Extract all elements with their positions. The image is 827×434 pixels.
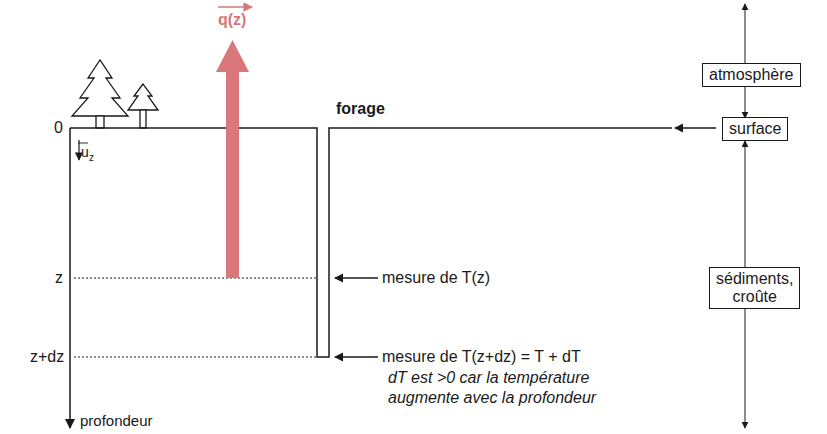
- depth-label: z+dz: [30, 348, 64, 366]
- depth-label: z: [55, 269, 63, 287]
- pointer-arrow: [335, 277, 378, 278]
- region-box: sédiments, croûte: [709, 267, 800, 309]
- axis-title: profondeur: [80, 412, 153, 430]
- vector-symbol: u: [81, 143, 89, 161]
- pointer-arrow: [335, 356, 378, 357]
- extent-arrow: [745, 4, 746, 118]
- region-box: atmosphère: [702, 63, 801, 87]
- borehole-label: forage: [336, 100, 385, 118]
- heat-flux-arrow: [216, 40, 249, 278]
- measure-note: mesure de T(z+dz) = T + dT: [382, 348, 581, 366]
- box-text: atmosphère: [709, 66, 794, 84]
- region-box: surface: [722, 117, 788, 141]
- tree-icons: [72, 60, 158, 128]
- depth-axis: [69, 128, 71, 428]
- vector-arrow-q: [218, 6, 252, 8]
- ground-surface: [70, 128, 672, 357]
- pointer-arrow: [675, 127, 716, 128]
- flux-label: q(z): [218, 11, 246, 29]
- depth-z-line: [74, 278, 316, 279]
- measure-note: mesure de T(z): [382, 269, 490, 287]
- vector-bar: [78, 143, 88, 144]
- depth-zdz-line: [74, 357, 316, 358]
- explanation-note: dT est >0 car la température augmente av…: [388, 368, 628, 408]
- axis-origin: 0: [54, 119, 63, 137]
- box-text: surface: [729, 120, 781, 138]
- box-text: sédiments, croûte: [716, 270, 793, 306]
- vector-subscript: z: [89, 152, 94, 163]
